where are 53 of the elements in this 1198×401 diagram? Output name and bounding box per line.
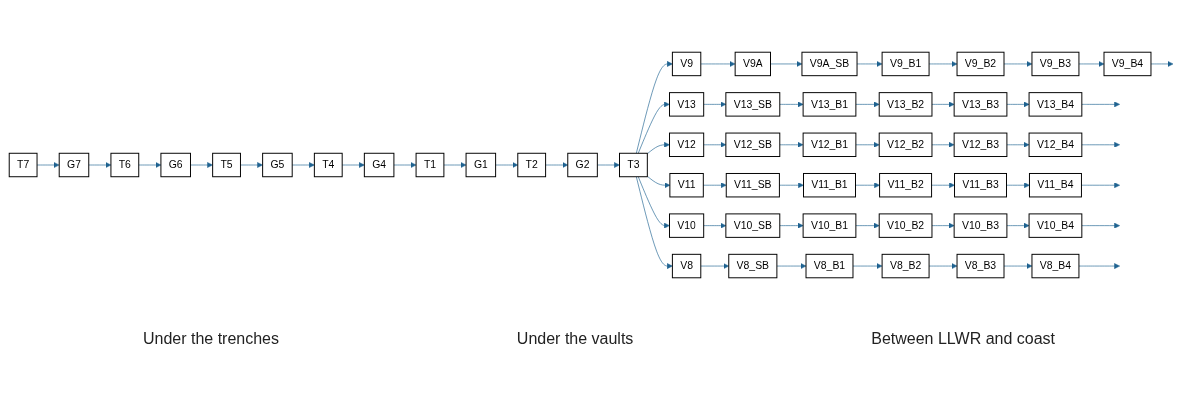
node-box: V11_B2 [879,173,933,198]
node-box: V13_B3 [953,92,1008,117]
node-box: V12_SB [725,132,781,157]
node-box: T6 [110,152,140,178]
section-label: Under the trenches [142,330,279,348]
node-box: V13_B4 [1028,92,1083,117]
node-box: G5 [262,152,293,178]
node-box: T3 [619,152,648,178]
node-box: T5 [212,152,241,178]
node-box: G2 [567,152,598,178]
node-box: V9_B4 [1103,51,1152,77]
node-box: V11_B1 [803,173,856,198]
node-box: T4 [313,152,343,178]
node-box: V13_SB [725,92,781,117]
node-box: G6 [160,152,191,178]
node-box: T7 [8,152,38,178]
node-box: V9 [671,51,702,77]
node-box: V10 [669,213,705,238]
node-box: V13_B1 [802,92,857,117]
node-box: V12_B4 [1028,132,1083,157]
node-box: V8 [671,253,702,279]
node-box: V12 [669,132,705,157]
node-box: T1 [415,152,445,178]
node-box: V13 [669,92,705,117]
node-box: V13_B2 [878,92,933,117]
node-box: V12_B2 [878,132,933,157]
node-box: V8_B3 [956,253,1005,279]
node-box: V9_B1 [881,51,930,77]
section-label: Under the vaults [516,330,634,348]
node-box: V10_B4 [1028,213,1083,238]
node-box: V8_B1 [805,253,854,279]
node-box: G7 [58,152,90,178]
node-box: G4 [363,152,395,178]
node-box: T2 [517,152,547,178]
node-box: V11_B3 [954,173,1007,198]
node-box: V9A_SB [801,51,858,77]
node-box: V8_B4 [1031,253,1080,279]
node-box: V11_SB [725,173,780,198]
node-box: V10_SB [725,213,781,238]
node-box: V10_B2 [878,213,933,238]
node-box: V11_B4 [1028,173,1082,198]
node-box: V10_B3 [953,213,1008,238]
node-box: V10_B1 [802,213,857,238]
node-box: V8_B2 [881,253,930,279]
section-label: Between LLWR and coast [871,330,1056,348]
node-box: V9_B2 [956,51,1005,77]
node-box: V12_B3 [953,132,1008,157]
node-box: V8_SB [728,253,778,279]
node-box: V11 [669,173,704,198]
node-box: V12_B1 [802,132,857,157]
node-box: V9A [734,51,771,77]
node-box: G1 [465,152,497,178]
node-box: V9_B3 [1031,51,1080,77]
